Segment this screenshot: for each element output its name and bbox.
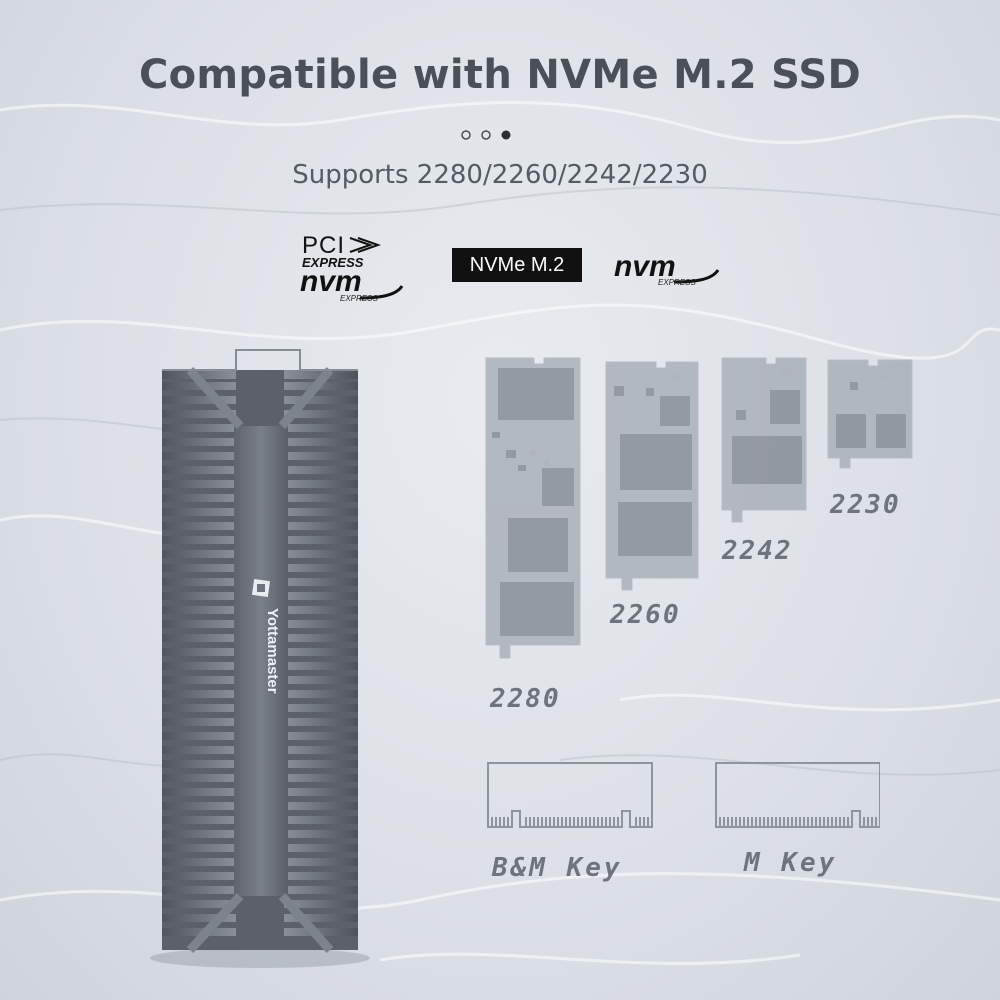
nvm-express-text: EXPRESS	[658, 278, 696, 287]
m-key-label: M Key	[744, 848, 838, 878]
label-2242: 2242	[722, 536, 793, 566]
nvm-logo-text: nvm	[614, 250, 676, 283]
brand-name: Yottamaster	[264, 608, 281, 694]
form-factor-diagram	[485, 357, 913, 659]
pci-nvm-text: nvm	[300, 265, 362, 298]
pci-express-text: EXPRESS	[302, 255, 364, 270]
page-title: Compatible with NVMe M.2 SSD	[138, 52, 862, 98]
bm-key-label: B&M Key	[492, 853, 623, 883]
yottamaster-logo-icon	[251, 578, 271, 598]
page-subtitle: Supports 2280/2260/2242/2230	[292, 160, 708, 190]
key-diagram	[487, 762, 880, 828]
nvme-m2-badge: NVMe M.2	[452, 248, 582, 282]
label-2260: 2260	[610, 600, 681, 630]
pager-dot-2	[481, 130, 491, 140]
label-2280: 2280	[490, 684, 561, 714]
m-key-outline	[715, 762, 880, 828]
pager-dot-1	[461, 130, 471, 140]
pci-chevron-icon	[349, 237, 382, 253]
nvm-express-logo: nvm EXPRESS	[612, 250, 722, 294]
pci-nvm-express-text: EXPRESS	[340, 294, 378, 303]
ssd-enclosure-image: Yottamaster	[150, 349, 370, 968]
pci-express-logo: PCI EXPRESS nvm EXPRESS	[296, 232, 406, 308]
bm-key-outline	[487, 762, 653, 828]
label-2230: 2230	[830, 490, 901, 520]
nvm-swoosh-icon	[359, 285, 404, 300]
pci-logo-text: PCI	[302, 232, 346, 259]
pager-dot-3-active	[501, 130, 511, 140]
pager-dots	[461, 130, 511, 140]
nvm-swoosh-icon	[673, 269, 720, 284]
